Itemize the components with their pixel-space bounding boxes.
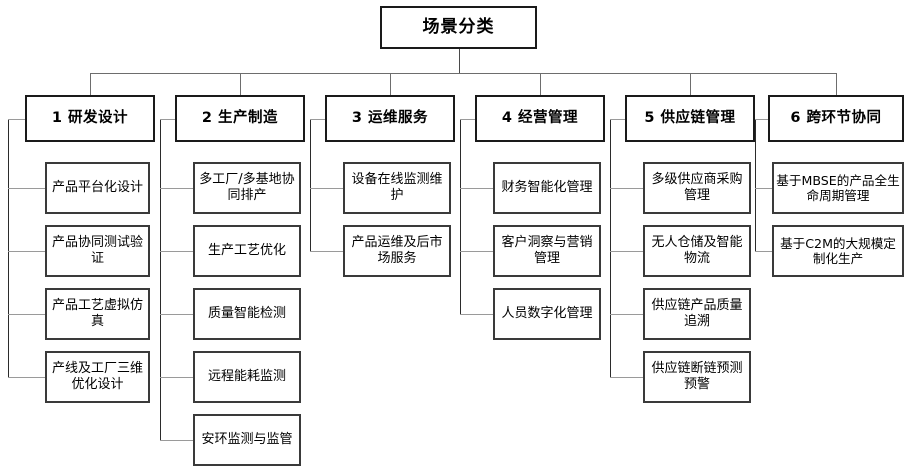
leaf-stub-2-5 [160,440,193,441]
leaf-stub-4-1 [460,188,493,189]
branch-drop-line-2 [240,73,241,95]
scenario-item-2-2[interactable]: 生产工艺优化 [193,225,301,277]
leaf-stub-1-4 [8,377,45,378]
trunk-line-4 [460,118,461,314]
trunk-line-1 [8,118,9,377]
header-stub-2 [160,118,175,120]
trunk-line-2 [160,118,161,440]
category-header-2[interactable]: 2 生产制造 [175,95,305,142]
scenario-item-3-1[interactable]: 设备在线监测维护 [343,162,451,214]
header-stub-1 [8,118,25,120]
category-header-6[interactable]: 6 跨环节协同 [768,95,904,142]
leaf-stub-4-3 [460,314,493,315]
category-header-3[interactable]: 3 运维服务 [325,95,455,142]
branch-drop-line-6 [836,73,837,95]
scenario-item-1-4[interactable]: 产线及工厂三维优化设计 [45,351,150,403]
header-stub-6 [755,118,768,120]
scenario-item-5-1[interactable]: 多级供应商采购管理 [643,162,751,214]
leaf-stub-3-1 [310,188,343,189]
scenario-item-4-3[interactable]: 人员数字化管理 [493,288,601,340]
leaf-stub-5-1 [610,188,643,189]
scenario-item-6-1[interactable]: 基于MBSE的产品全生命周期管理 [772,162,904,214]
leaf-stub-5-3 [610,314,643,315]
header-stub-3 [310,118,325,120]
leaf-stub-2-1 [160,188,193,189]
header-stub-4 [460,118,475,120]
branch-drop-line-5 [690,73,691,95]
leaf-stub-6-1 [755,188,772,189]
scenario-item-1-3[interactable]: 产品工艺虚拟仿真 [45,288,150,340]
category-header-4[interactable]: 4 经营管理 [475,95,605,142]
branch-drop-line-3 [390,73,391,95]
leaf-stub-4-2 [460,251,493,252]
trunk-line-6 [755,118,756,251]
root-node-scene-classification: 场景分类 [380,6,537,49]
scenario-item-4-1[interactable]: 财务智能化管理 [493,162,601,214]
branch-drop-line-4 [540,73,541,95]
scenario-item-6-2[interactable]: 基于C2M的大规模定制化生产 [772,225,904,277]
trunk-line-3 [310,118,311,251]
leaf-stub-5-4 [610,377,643,378]
leaf-stub-1-3 [8,314,45,315]
scenario-item-5-3[interactable]: 供应链产品质量追溯 [643,288,751,340]
root-drop-line [458,49,460,73]
scenario-item-5-4[interactable]: 供应链断链预测预警 [643,351,751,403]
scenario-item-4-2[interactable]: 客户洞察与营销管理 [493,225,601,277]
top-connector-bus [90,73,836,74]
scenario-item-2-4[interactable]: 远程能耗监测 [193,351,301,403]
leaf-stub-2-2 [160,251,193,252]
scenario-item-5-2[interactable]: 无人仓储及智能物流 [643,225,751,277]
leaf-stub-2-4 [160,377,193,378]
scenario-item-1-2[interactable]: 产品协同测试验证 [45,225,150,277]
branch-drop-line-1 [90,73,91,95]
scenario-item-3-2[interactable]: 产品运维及后市场服务 [343,225,451,277]
scenario-item-2-5[interactable]: 安环监测与监管 [193,414,301,466]
leaf-stub-3-2 [310,251,343,252]
leaf-stub-1-1 [8,188,45,189]
scenario-item-2-3[interactable]: 质量智能检测 [193,288,301,340]
leaf-stub-5-2 [610,251,643,252]
scenario-item-1-1[interactable]: 产品平台化设计 [45,162,150,214]
category-header-5[interactable]: 5 供应链管理 [625,95,755,142]
scenario-item-2-1[interactable]: 多工厂/多基地协同排产 [193,162,301,214]
leaf-stub-6-2 [755,251,772,252]
leaf-stub-2-3 [160,314,193,315]
header-stub-5 [610,118,625,120]
leaf-stub-1-2 [8,251,45,252]
category-header-1[interactable]: 1 研发设计 [25,95,155,142]
trunk-line-5 [610,118,611,377]
